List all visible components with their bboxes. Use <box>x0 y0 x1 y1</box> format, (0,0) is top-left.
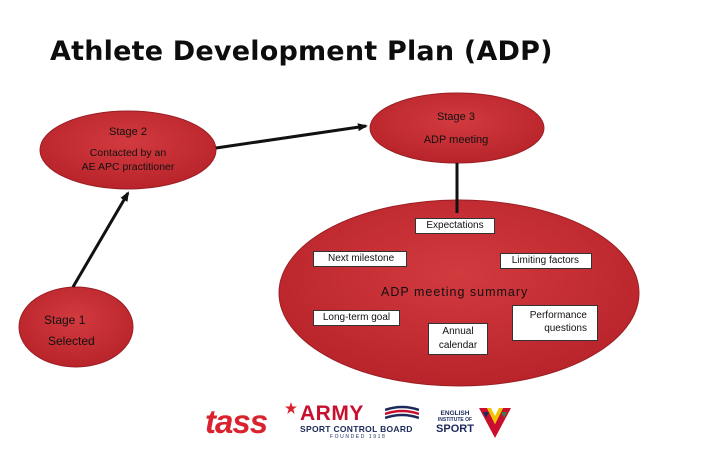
stage2-ellipse <box>39 110 217 190</box>
stage2-title: Stage 2 <box>109 126 147 138</box>
army-logo-founded: FOUNDED 1918 <box>330 434 387 440</box>
eis-line2: INSTITUTE OF <box>437 417 473 423</box>
tass-logo: tass <box>205 403 268 440</box>
army-logo-subtitle: SPORT CONTROL BOARD <box>300 424 413 434</box>
stage1-title: Stage 1 <box>44 313 86 327</box>
army-logo-name: ARMY <box>300 402 364 425</box>
stage3-title: Stage 3 <box>437 111 475 123</box>
performance-questions-line1: Performance <box>529 310 587 321</box>
stage1-ellipse <box>18 286 134 368</box>
stage3-ellipse <box>369 92 545 164</box>
tass-star-icon <box>285 402 297 414</box>
long-term-goal-box: Long-term goal <box>313 310 400 326</box>
eis-line3: SPORT <box>436 423 474 435</box>
limiting-factors-box: Limiting factors <box>500 253 592 269</box>
eis-line1: ENGLISH <box>440 410 470 417</box>
page-title: Athlete Development Plan (ADP) <box>50 36 553 67</box>
annual-calendar-line2: calendar <box>438 340 478 351</box>
stage2-desc-line2: AE APC practitioner <box>81 161 175 173</box>
stage2-desc-line1: Contacted by an <box>89 147 167 159</box>
army-stripes-icon <box>385 405 419 420</box>
summary-label: ADP meeting summary <box>381 285 529 299</box>
arrow-stage1-to-stage2 <box>71 191 130 288</box>
stage3-desc: ADP meeting <box>423 134 489 146</box>
eis-emblem-icon <box>479 408 511 438</box>
annual-calendar-line1: Annual <box>442 326 474 337</box>
performance-questions-box: Performance questions <box>512 305 598 341</box>
arrow-stage2-to-stage3 <box>215 123 368 150</box>
stage1-desc: Selected <box>48 334 95 348</box>
army-logo: ARMY SPORT CONTROL BOARD FOUNDED 1918 <box>300 403 425 440</box>
expectations-box: Expectations <box>415 218 495 234</box>
next-milestone-box: Next milestone <box>313 251 407 267</box>
sponsor-logos: tass ARMY SPORT CONTROL BOARD FOUNDED 19… <box>205 398 525 444</box>
annual-calendar-box: Annual calendar <box>428 323 488 355</box>
performance-questions-line2: questions <box>544 323 587 334</box>
eis-logo: ENGLISH INSTITUTE OF SPORT <box>433 410 477 435</box>
